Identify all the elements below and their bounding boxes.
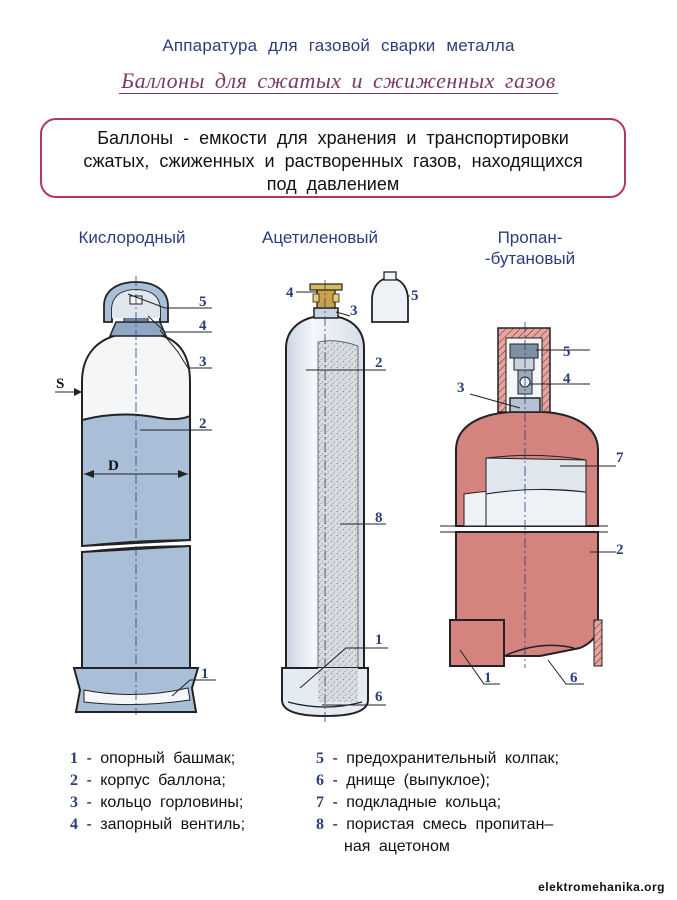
column-heading-propane-1: Пропан- <box>497 228 563 247</box>
column-heading-propane-2: -бутановый <box>484 249 576 268</box>
definition-line-2: сжатых, сжиженных и растворенных газов, … <box>83 151 583 171</box>
propane-cylinder: 5 4 3 7 2 1 6 <box>440 322 624 686</box>
oxygen-label-5: 5 <box>199 294 207 310</box>
legend-item-8: 8 - пористая смесь пропитан– <box>316 816 554 833</box>
page-title: Баллоны для сжатых и сжиженных газов <box>0 68 677 94</box>
acetylene-label-1: 1 <box>375 632 383 648</box>
acetylene-label-4: 4 <box>286 285 294 301</box>
legend-item-5: 5 - предохранительный колпак; <box>316 750 559 767</box>
propane-support-shoe <box>449 619 505 667</box>
acetylene-neck-ring <box>313 307 339 319</box>
definition-box <box>40 118 626 198</box>
definition-line-3: под давлением <box>266 174 400 194</box>
oxygen-label-1: 1 <box>201 666 209 682</box>
acetylene-label-3: 3 <box>350 303 358 319</box>
column-heading-acetylene: Ацетиленовый <box>261 228 379 247</box>
legend-item-8-continuation: ная ацетоном <box>344 838 450 855</box>
legend-item-1: 1 - опорный башмак; <box>70 750 236 767</box>
acetylene-porous-mass <box>317 340 359 701</box>
propane-label-6: 6 <box>570 670 578 686</box>
propane-label-1: 1 <box>484 670 492 686</box>
legend-item-4: 4 - запорный вентиль; <box>70 816 246 833</box>
label-s: S <box>56 376 64 392</box>
legend-item-7: 7 - подкладные кольца; <box>316 794 502 811</box>
page-title-text: Баллоны для сжатых и сжиженных газов <box>119 68 558 94</box>
propane-label-5: 5 <box>563 344 571 360</box>
propane-label-2: 2 <box>616 542 624 558</box>
subtitle: Аппаратура для газовой сварки металла <box>162 36 515 55</box>
acetylene-valve <box>309 283 343 309</box>
column-heading-oxygen: Кислородный <box>78 228 186 247</box>
legend-item-3: 3 - кольцо горловины; <box>70 794 244 811</box>
acetylene-label-6: 6 <box>375 689 383 705</box>
label-d: D <box>108 458 119 474</box>
acetylene-label-5: 5 <box>411 288 419 304</box>
acetylene-label-8: 8 <box>375 510 383 526</box>
propane-label-4: 4 <box>563 371 571 387</box>
propane-label-3: 3 <box>457 380 465 396</box>
acetylene-safety-cap <box>371 277 409 323</box>
propane-label-7: 7 <box>616 450 624 466</box>
oxygen-neck-ring <box>108 321 168 337</box>
legend-item-6: 6 - днище (выпуклое); <box>316 772 490 789</box>
definition-line-1: Баллоны - емкости для хранения и транспо… <box>97 128 569 148</box>
acetylene-label-2: 2 <box>375 355 383 371</box>
oxygen-label-2: 2 <box>199 416 207 432</box>
legend-item-2: 2 - корпус баллона; <box>70 772 226 789</box>
oxygen-label-4: 4 <box>199 318 207 334</box>
oxygen-label-3: 3 <box>199 354 207 370</box>
footer-watermark: elektromehanika.org <box>538 880 665 894</box>
oxygen-cylinder: S D 5 4 3 2 1 <box>55 276 216 715</box>
acetylene-cylinder: 4 3 5 2 8 1 6 <box>281 271 419 722</box>
